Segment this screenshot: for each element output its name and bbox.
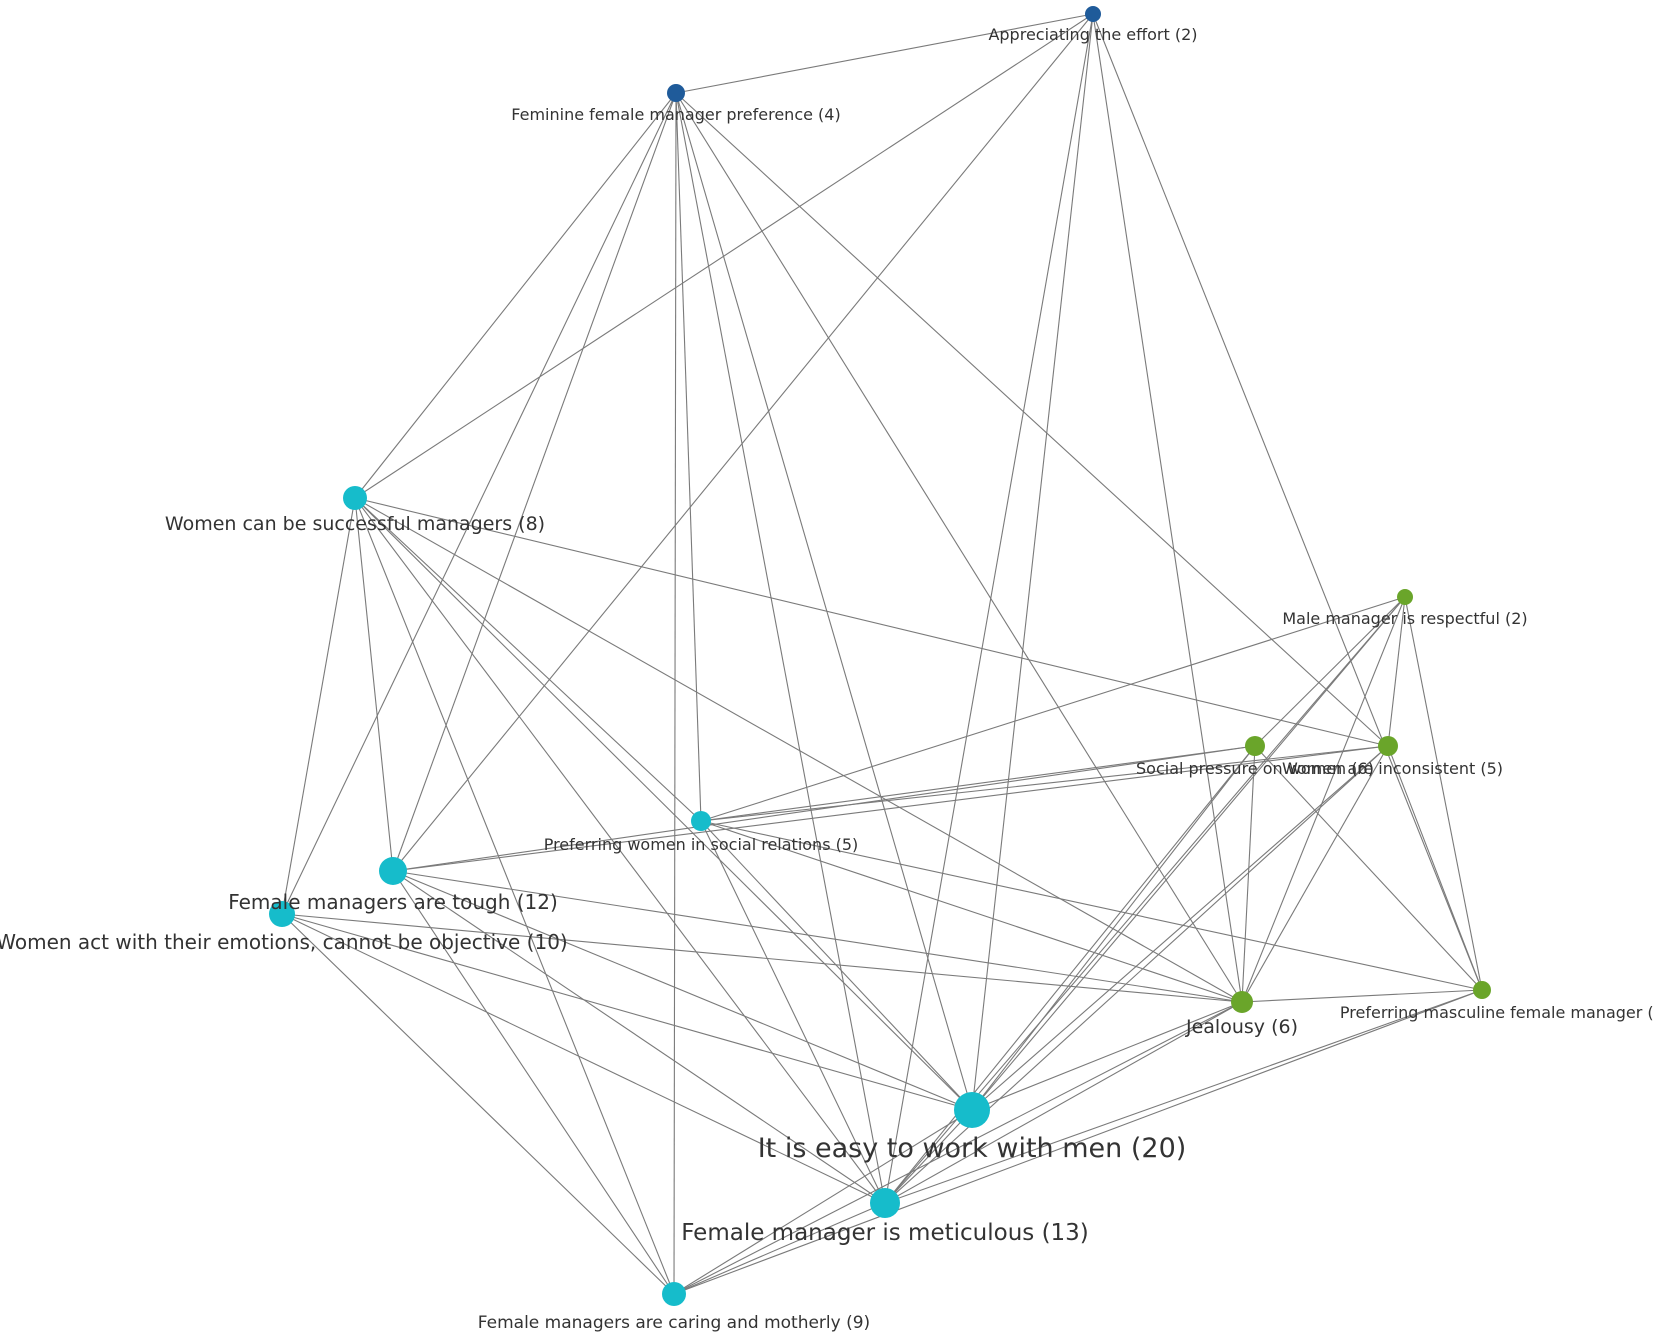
edge-feminine-caring: [673, 92, 677, 1295]
node-masculine: [1473, 981, 1491, 999]
node-label-successful: Women can be successful managers (8): [165, 513, 545, 535]
edge-social-masculine: [1254, 745, 1483, 991]
edge-respectful-jealousy: [1241, 596, 1406, 1003]
edges-layer: [281, 13, 1483, 1295]
edge-successful-easy: [354, 497, 973, 1111]
edge-respectful-easy: [971, 596, 1406, 1111]
edge-preferring_women-masculine: [700, 820, 1483, 991]
node-label-masculine: Preferring masculine female manager (2): [1340, 1003, 1654, 1022]
node-emotions: [269, 901, 295, 927]
node-label-emotions: Women act with their emotions, cannot be…: [0, 930, 568, 954]
edge-tough-meticulous: [392, 870, 886, 1204]
edge-masculine-caring: [673, 989, 1483, 1295]
edge-meticulous-caring: [673, 1202, 886, 1295]
node-inconsistent: [1378, 736, 1398, 756]
node-label-respectful: Male manager is respectful (2): [1282, 609, 1527, 628]
edge-emotions-meticulous: [281, 913, 886, 1204]
node-label-feminine: Feminine female manager preference (4): [511, 105, 840, 124]
node-label-preferring_women: Preferring women in social relations (5): [544, 835, 859, 854]
edge-successful-preferring_women: [354, 497, 702, 822]
edge-appreciating-tough: [392, 13, 1094, 872]
edge-inconsistent-preferring_women: [700, 745, 1389, 822]
edge-feminine-meticulous: [675, 92, 886, 1204]
edge-social-meticulous: [884, 745, 1256, 1204]
edge-appreciating-masculine: [1092, 13, 1483, 991]
edge-feminine-inconsistent: [675, 92, 1389, 747]
edge-successful-caring: [354, 497, 675, 1295]
edge-jealousy-masculine: [1241, 989, 1483, 1003]
edge-preferring_women-meticulous: [700, 820, 886, 1204]
edge-feminine-successful: [354, 92, 677, 499]
node-label-easy: It is easy to work with men (20): [758, 1133, 1187, 1164]
edge-jealousy-easy: [971, 1001, 1243, 1111]
edge-preferring_women-easy: [700, 820, 973, 1111]
node-label-caring: Female managers are caring and motherly …: [478, 1313, 870, 1333]
node-label-social: Social pressure on women (6): [1136, 759, 1374, 778]
edge-successful-tough: [354, 497, 394, 872]
edge-social-easy: [971, 745, 1256, 1111]
edge-inconsistent-tough: [392, 745, 1389, 872]
node-preferring_women: [691, 811, 711, 831]
edge-jealousy-meticulous: [884, 1001, 1243, 1204]
node-jealousy: [1231, 991, 1253, 1013]
edge-feminine-tough: [392, 92, 677, 872]
edge-inconsistent-easy: [971, 745, 1389, 1111]
edge-respectful-preferring_women: [700, 596, 1406, 822]
edge-jealousy-caring: [673, 1001, 1243, 1295]
edge-inconsistent-masculine: [1387, 745, 1483, 991]
edge-tough-caring: [392, 870, 675, 1295]
node-successful: [343, 486, 367, 510]
node-label-jealousy: Jealousy (6): [1185, 1016, 1298, 1038]
edge-emotions-easy: [281, 913, 973, 1111]
node-meticulous: [870, 1188, 900, 1218]
edge-feminine-jealousy: [675, 92, 1243, 1003]
node-easy: [954, 1092, 990, 1128]
edge-appreciating-meticulous: [884, 13, 1094, 1204]
node-caring: [662, 1282, 686, 1306]
edge-feminine-appreciating: [675, 13, 1094, 94]
edge-social-jealousy: [1241, 745, 1256, 1003]
edge-successful-emotions: [281, 497, 356, 915]
edge-appreciating-easy: [971, 13, 1094, 1111]
edge-emotions-caring: [281, 913, 675, 1295]
edge-feminine-easy: [675, 92, 973, 1111]
edge-respectful-social: [1254, 596, 1406, 747]
edge-social-preferring_women: [700, 745, 1256, 822]
node-feminine: [667, 84, 685, 102]
nodes-layer: [269, 6, 1491, 1306]
node-tough: [379, 857, 407, 885]
edge-successful-jealousy: [354, 497, 1243, 1003]
edge-easy-caring: [673, 1109, 973, 1295]
edge-feminine-preferring_women: [675, 92, 702, 822]
edge-successful-meticulous: [354, 497, 886, 1204]
node-appreciating: [1085, 6, 1101, 22]
node-label-tough: Female managers are tough (12): [228, 890, 558, 914]
node-respectful: [1397, 589, 1413, 605]
node-label-appreciating: Appreciating the effort (2): [988, 25, 1197, 44]
node-label-meticulous: Female manager is meticulous (13): [681, 1220, 1089, 1246]
node-social: [1245, 736, 1265, 756]
edge-emotions-jealousy: [281, 913, 1243, 1003]
node-label-inconsistent: Women are inconsistent (5): [1282, 759, 1503, 778]
edge-appreciating-jealousy: [1092, 13, 1243, 1003]
edge-tough-jealousy: [392, 870, 1243, 1003]
edge-preferring_women-jealousy: [700, 820, 1243, 1003]
edge-easy-meticulous: [884, 1109, 973, 1204]
edge-social-tough: [392, 745, 1256, 872]
edge-masculine-meticulous: [884, 989, 1483, 1204]
edge-inconsistent-jealousy: [1241, 745, 1389, 1003]
edge-respectful-masculine: [1404, 596, 1483, 991]
labels-layer: Appreciating the effort (2) Feminine fema…: [0, 25, 1654, 1333]
edge-tough-easy: [392, 870, 973, 1111]
edge-feminine-emotions: [281, 92, 677, 915]
edge-successful-inconsistent: [354, 497, 1389, 747]
edge-respectful-inconsistent: [1387, 596, 1406, 747]
